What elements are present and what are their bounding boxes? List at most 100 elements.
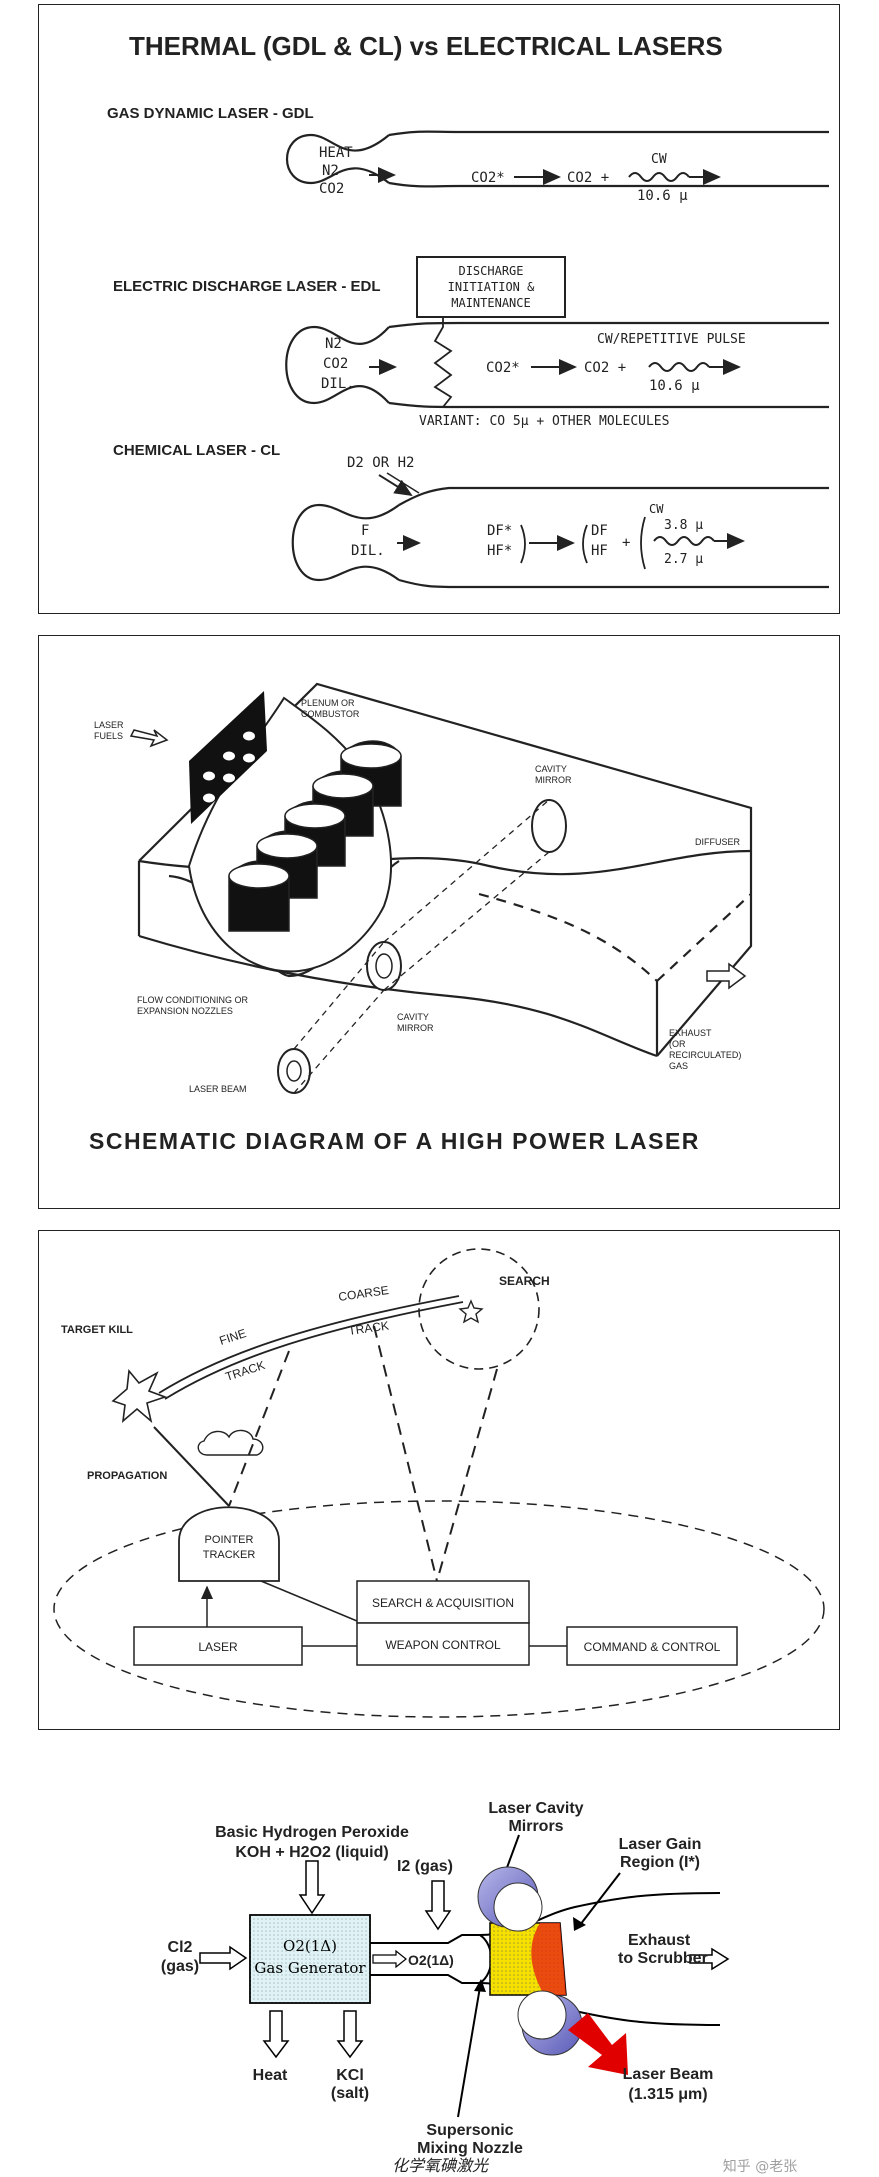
exhaust-label-2: to Scrubber xyxy=(618,1950,708,1967)
edl-box-line-3: MAINTENANCE xyxy=(451,296,530,310)
label-laser-fuels-1: LASER xyxy=(94,720,124,730)
kcl-label-1: KCl xyxy=(336,2067,364,2084)
coil-diagram: Basic Hydrogen Peroxide KOH + H2O2 (liqu… xyxy=(161,1800,797,2175)
label-laser-fuels-2: FUELS xyxy=(94,731,123,741)
cl-output-cw: CW xyxy=(649,502,664,516)
i2-inlet-arrow-icon xyxy=(424,1880,452,1931)
gdl-label: GAS DYNAMIC LASER - GDL xyxy=(107,105,314,122)
bhp-inlet-arrow-icon xyxy=(298,1860,326,1915)
edl-reaction-from: CO2* xyxy=(486,360,520,376)
cl-injector: D2 OR H2 xyxy=(347,455,414,471)
heat-label: Heat xyxy=(253,2067,288,2084)
cl2-label-1: Cl2 xyxy=(168,1939,193,1956)
laser-box xyxy=(133,1626,303,1666)
gain-region-label-1: Laser Gain xyxy=(619,1836,702,1853)
gdl-reaction-to: CO2 + xyxy=(567,170,609,186)
kcl-arrow-icon xyxy=(336,2010,364,2059)
pointer-tracker xyxy=(178,1506,280,1582)
panel1-title: THERMAL (GDL & CL) vs ELECTRICAL LASERS xyxy=(129,31,723,61)
cl-output-wavelength-1: 3.8 μ xyxy=(664,518,703,533)
edl-nozzle xyxy=(285,321,829,409)
target-burst-icon xyxy=(111,1369,168,1424)
expansion-nozzle-blades xyxy=(228,740,402,932)
cl-input-f: F xyxy=(361,523,369,539)
cloud-icon xyxy=(197,1429,264,1456)
cl-wave-icon xyxy=(653,536,715,546)
fuel-inlet-arrow-icon xyxy=(129,729,169,748)
injector-holes xyxy=(203,731,255,806)
pointer-label-2: TRACKER xyxy=(203,1549,256,1561)
label-exhaust-1: EXHAUST xyxy=(669,1028,712,1038)
label-plenum-2: COMBUSTOR xyxy=(301,709,360,719)
high-power-laser-schematic: LASER FUELS PLENUM OR COMBUSTOR CAVITY M… xyxy=(89,682,753,1154)
coarse-label: COARSE xyxy=(337,1283,389,1304)
cl-ground-hf: HF xyxy=(591,543,608,559)
weapon-control-label: WEAPON CONTROL xyxy=(385,1638,501,1652)
label-laser-beam: LASER BEAM xyxy=(189,1084,247,1094)
o2-label: O2(1Δ) xyxy=(408,1952,454,1968)
cl-ground-df: DF xyxy=(591,523,608,539)
exhaust-arrow-icon xyxy=(706,962,747,990)
panel-coil: Basic Hydrogen Peroxide KOH + H2O2 (liqu… xyxy=(0,1745,879,2177)
label-cavity-bottom-1: CAVITY xyxy=(397,1012,429,1022)
nozzle-label-1: Supersonic xyxy=(426,2122,513,2139)
panel2-caption: SCHEMATIC DIAGRAM OF A HIGH POWER LASER xyxy=(89,1128,700,1154)
edl-variant: VARIANT: CO 5μ + OTHER MOLECULES xyxy=(419,414,669,429)
gdl-wave-icon xyxy=(628,172,690,182)
label-cavity-top-1: CAVITY xyxy=(535,764,567,774)
gain-region-label-2: Region (I*) xyxy=(620,1854,700,1871)
edl-reaction-to: CO2 + xyxy=(584,360,626,376)
label-exhaust-3: RECIRCULATED) xyxy=(669,1050,741,1060)
label-exhaust-2: (OR xyxy=(669,1039,686,1049)
propagation-label: PROPAGATION xyxy=(87,1470,167,1482)
svg-text:+: + xyxy=(622,535,630,551)
track-path xyxy=(158,1295,460,1394)
nozzle-label-2: Mixing Nozzle xyxy=(417,2140,523,2157)
cl-product-df: DF* xyxy=(487,523,512,539)
edl-discharge-spark-icon xyxy=(433,317,453,408)
beam-label-1: Laser Beam xyxy=(623,2066,714,2083)
engagement-region xyxy=(53,1500,825,1718)
edl-box-line-1: DISCHARGE xyxy=(458,264,523,278)
edl-box-line-2: INITIATION & xyxy=(448,280,535,294)
gdl-reaction-from: CO2* xyxy=(471,170,505,186)
edl-wave-icon xyxy=(648,362,710,372)
cavity-mirrors-label-2: Mirrors xyxy=(508,1818,563,1835)
cl-input-dil: DIL. xyxy=(351,543,385,559)
gdl-output-cw: CW xyxy=(651,152,667,167)
cavity-mirror-bottom xyxy=(366,941,402,991)
edl-input-dil: DIL. xyxy=(321,376,355,392)
cl-product-hf: HF* xyxy=(487,543,512,559)
target-kill-label: TARGET KILL xyxy=(61,1324,133,1336)
laser-beam-arrow-icon xyxy=(568,2013,628,2075)
beam-label-2: (1.315 μm) xyxy=(628,2086,707,2103)
search-acquisition-box xyxy=(356,1580,530,1624)
cavity-mirror-top xyxy=(531,799,567,853)
thermal-electrical-diagram: THERMAL (GDL & CL) vs ELECTRICAL LASERS … xyxy=(107,31,829,589)
gdl-input-n2: N2 xyxy=(322,163,339,179)
gdl-input-co2: CO2 xyxy=(319,181,344,197)
label-exhaust-4: GAS xyxy=(669,1061,688,1071)
search-acquisition-label: SEARCH & ACQUISITION xyxy=(372,1596,514,1610)
cl-output-wavelength-2: 2.7 μ xyxy=(664,552,703,567)
exhaust-label-1: Exhaust xyxy=(628,1932,691,1949)
generator-label-2: Gas Generator xyxy=(254,1959,366,1977)
search-star-icon xyxy=(458,1299,484,1324)
label-nozzles-2: EXPANSION NOZZLES xyxy=(137,1006,233,1016)
label-cavity-top-2: MIRROR xyxy=(535,775,572,785)
laser-box-label: LASER xyxy=(198,1640,238,1654)
bhp-label-2: KOH + H2O2 (liquid) xyxy=(235,1844,388,1861)
laser-beam-ring xyxy=(277,1048,311,1094)
cl-label: CHEMICAL LASER - CL xyxy=(113,442,280,459)
label-nozzles-1: FLOW CONDITIONING OR xyxy=(137,995,248,1005)
heat-arrow-icon xyxy=(262,2010,290,2059)
pointer-label-1: POINTER xyxy=(205,1534,254,1546)
coil-caption: 化学氧碘激光 xyxy=(392,2156,490,2175)
i2-label: I2 (gas) xyxy=(397,1858,453,1875)
panel-weapon-system: SEARCH FINE TRACK COARSE TRACK TARGET KI… xyxy=(38,1230,840,1730)
search-region xyxy=(418,1248,540,1370)
label-diffuser: DIFFUSER xyxy=(695,837,741,847)
edl-label: ELECTRIC DISCHARGE LASER - EDL xyxy=(113,278,381,295)
search-label: SEARCH xyxy=(499,1274,550,1288)
weapon-control-box xyxy=(356,1622,530,1666)
